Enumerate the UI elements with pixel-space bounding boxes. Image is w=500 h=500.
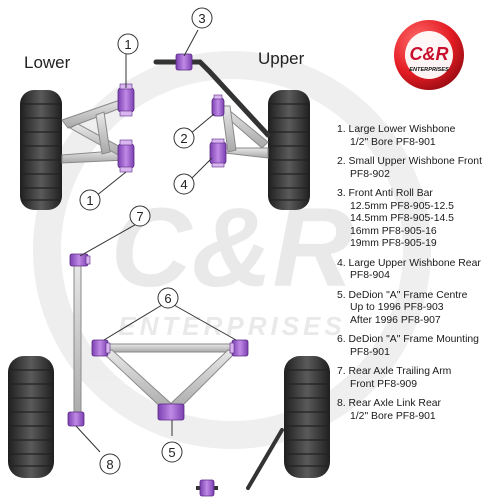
bush-rear-link: [199, 479, 215, 497]
bush-3: [175, 53, 193, 71]
rear-right-tyre: [284, 356, 330, 478]
watermark-tagline: ENTERPRISES: [118, 311, 346, 341]
logo-wordmark: C&R: [410, 44, 449, 64]
legend-item-title: 4. Large Upper Wishbone Rear: [337, 257, 481, 269]
svg-text:3: 3: [198, 11, 205, 26]
legend-item-title: 1. Large Lower Wishbone: [337, 124, 456, 135]
callout-1-top: 1: [117, 33, 139, 55]
legend-item-detail: 19mm PF8-905-19: [350, 238, 437, 250]
bush-5: [157, 403, 185, 421]
svg-text:6: 6: [164, 291, 171, 306]
legend-item-detail: Up to 1996 PF8-903: [350, 302, 444, 314]
bush-2: [211, 94, 225, 117]
legend-item-title: 5. DeDion "A" Frame Centre: [337, 289, 468, 301]
front-left-tyre: [20, 90, 62, 210]
bush-4: [209, 138, 227, 168]
svg-text:7: 7: [136, 209, 143, 224]
legend-item-detail: 1/2" Bore PF8-901: [350, 410, 436, 422]
svg-text:5: 5: [168, 445, 175, 460]
dedion-a-frame: [99, 343, 241, 413]
legend-item-title: 6. DeDion "A" Frame Mounting: [337, 334, 479, 346]
legend-item-detail: 1/2" Bore PF8-901: [350, 136, 436, 148]
legend-item-title: 2. Small Upper Wishbone Front: [337, 155, 482, 167]
bush-8: [67, 411, 85, 427]
watermark-wordmark: C&R: [111, 185, 354, 310]
lower-label: Lower: [24, 53, 71, 72]
legend-item-title: 8. Rear Axle Link Rear: [337, 398, 441, 410]
callout-3: 3: [191, 7, 213, 29]
callout-5: 5: [161, 441, 183, 463]
watermark: C&R ENTERPRISES: [33, 51, 431, 449]
trailing-arm: [73, 261, 82, 423]
leader-lines: [75, 29, 237, 453]
svg-text:1: 1: [124, 37, 131, 52]
bush-6-right: [229, 339, 249, 357]
bush-7: [69, 253, 91, 267]
legend-item-detail: 14.5mm PF8-905-14.5: [350, 213, 454, 225]
bush-6-left: [91, 339, 111, 357]
svg-text:1: 1: [86, 193, 93, 208]
front-right-tyre: [268, 90, 310, 210]
callouts: 1 1 2 3 4 5 6 7: [79, 7, 213, 475]
logo-tagline: ENTERPRISES: [409, 67, 449, 73]
legend-item-detail: PF8-901: [350, 346, 390, 358]
callout-7: 7: [129, 205, 151, 227]
rear-suspension: [8, 253, 330, 497]
callout-8: 8: [99, 453, 121, 475]
front-suspension: [20, 53, 310, 210]
callout-2: 2: [173, 127, 195, 149]
legend-item-detail: Front PF8-909: [350, 378, 417, 390]
legend-item-title: 3. Front Anti Roll Bar: [337, 187, 433, 199]
legend-item-detail: 16mm PF8-905-16: [350, 225, 437, 237]
legend-item-title: 7. Rear Axle Trailing Arm: [337, 366, 452, 378]
callout-6: 6: [157, 287, 179, 309]
svg-text:4: 4: [180, 177, 187, 192]
legend-item-detail: PF8-904: [350, 270, 390, 282]
callout-1-bottom: 1: [79, 189, 101, 211]
upper-wishbone: [214, 105, 269, 159]
callout-4: 4: [173, 173, 195, 195]
upper-label: Upper: [258, 49, 305, 68]
legend-item-detail: PF8-902: [350, 168, 390, 180]
svg-text:2: 2: [180, 131, 187, 146]
cr-enterprises-logo: C&R ENTERPRISES: [394, 20, 464, 90]
bush-1-upper: [117, 83, 135, 117]
legend-item-detail: 12.5mm PF8-905-12.5: [350, 200, 454, 212]
legend-item-detail: After 1996 PF8-907: [350, 314, 441, 326]
rear-left-tyre: [8, 356, 54, 478]
svg-text:8: 8: [106, 457, 113, 472]
bush-1-lower: [117, 139, 135, 173]
